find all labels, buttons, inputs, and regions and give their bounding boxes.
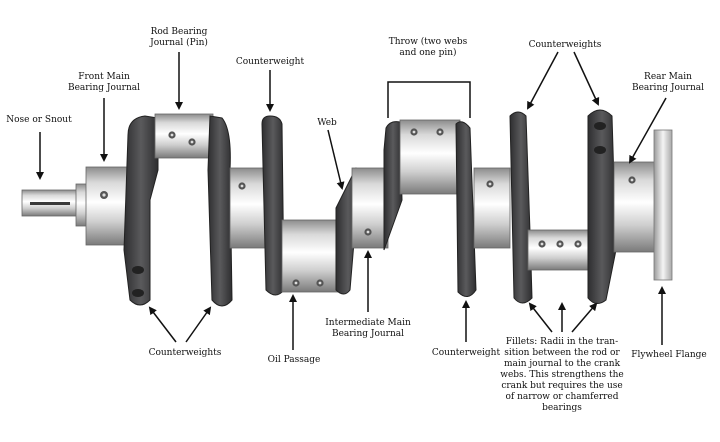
label-intermediate-main: Intermediate Main Bearing Journal <box>325 318 411 339</box>
arrow-fillets-right <box>571 302 598 333</box>
label-fillets: Fillets: Radii in the tran- sition betwe… <box>500 337 624 413</box>
label-web: Web <box>317 118 337 128</box>
label-rod-bearing: Rod Bearing Journal (Pin) <box>150 27 208 48</box>
nose-snout <box>21 183 89 227</box>
rear-main-journal <box>613 161 657 253</box>
rod-pin-3 <box>399 119 461 195</box>
label-counterweights-top: Counterweights <box>528 40 602 50</box>
label-front-main: Front Main Bearing Journal <box>67 72 141 93</box>
counterweight-web-3 <box>261 115 285 296</box>
keyway <box>30 202 70 205</box>
counterweight-web-2 <box>207 115 233 307</box>
label-throw: Throw (two webs and one pin) <box>388 37 468 58</box>
arrow-counterweights-bottom-left <box>148 306 177 343</box>
arrow-rear-main <box>629 97 667 164</box>
front-main-journal <box>85 166 131 246</box>
arrow-counterweights-bottom-right <box>185 306 212 343</box>
label-flywheel: Flywheel Flange <box>631 350 707 360</box>
arrow-fillets-left <box>528 302 553 333</box>
main-journal-4 <box>473 167 511 249</box>
web-5 <box>383 121 403 251</box>
label-counterweight-top: Counterweight <box>235 57 305 67</box>
arrow-counterweights-top-left <box>527 51 559 110</box>
counterweight-web-7 <box>509 111 533 304</box>
label-rear-main: Rear Main Bearing Journal <box>631 72 705 93</box>
counterweight-web-1 <box>123 115 159 306</box>
rod-pin-1 <box>154 113 214 159</box>
intermediate-main-journal <box>351 167 389 249</box>
counterweight-web-6 <box>455 121 477 297</box>
label-oil-passage: Oil Passage <box>267 355 321 365</box>
arrow-counterweights-top-right <box>573 51 600 106</box>
label-counterweight-bottom: Counterweight <box>431 348 501 358</box>
rod-pin-2 <box>281 219 339 293</box>
rod-pin-4 <box>527 229 589 271</box>
counterweight-web-8 <box>587 109 617 304</box>
label-nose: Nose or Snout <box>6 115 72 125</box>
label-counterweights-bottom: Counterweights <box>148 348 222 358</box>
arrow-web <box>327 129 345 190</box>
flywheel-flange <box>653 129 673 281</box>
leader-lines <box>36 51 667 350</box>
main-journal-2 <box>229 167 267 249</box>
bracket-throw <box>387 81 471 118</box>
